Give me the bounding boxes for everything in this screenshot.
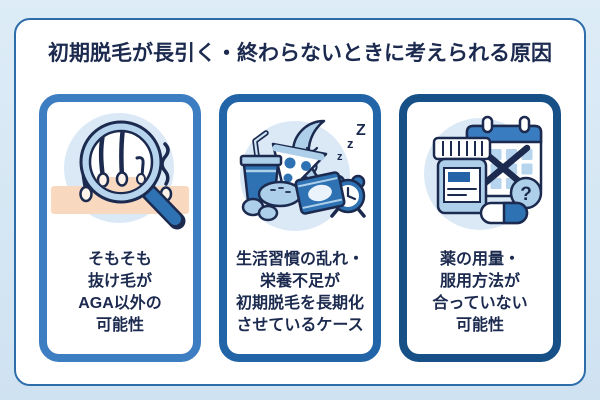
card-caption: 薬の用量・ 服用方法が 合っていない 可能性 (432, 239, 527, 354)
card-text-line: させているケース (236, 316, 364, 334)
pizza-slice-icon (271, 142, 328, 198)
medication-calendar-icon: ? (424, 115, 543, 230)
page-title: 初期脱毛が長引く・終わらないときに考えられる原因 (48, 42, 552, 65)
card-caption: そもそも 抜け毛が AGA以外の 可能性 (78, 239, 162, 354)
svg-text:?: ? (520, 184, 532, 205)
card-text-line: 服用方法が (439, 272, 520, 290)
cause-cards-row: そもそも 抜け毛が AGA以外の 可能性 z z Z (16, 94, 584, 362)
magnifier-scalp-icon (51, 113, 189, 230)
card-text-line: AGA以外の (78, 294, 162, 312)
svg-text:z: z (347, 136, 354, 151)
magnifier-handle (140, 183, 186, 230)
magnifier-lens (79, 120, 163, 204)
unhealthy-lifestyle-icon: z z Z (239, 119, 366, 231)
cause-card-non-aga: そもそも 抜け毛が AGA以外の 可能性 (39, 94, 201, 362)
card-text-line: 栄養不足が (259, 272, 340, 290)
card-text-line: 可能性 (455, 316, 504, 334)
svg-text:z: z (337, 151, 343, 163)
card-text-line: そもそも (88, 250, 152, 268)
card-text-line: 生活習慣の乱れ・ (235, 250, 364, 268)
snack-bag-icon (294, 171, 346, 215)
card-text-line: 初期脱毛を長期化 (235, 294, 364, 312)
svg-text:Z: Z (356, 122, 366, 139)
pill-bottle-icon (432, 136, 492, 215)
card-text-line: 合っていない (432, 294, 528, 312)
card-text-line: 抜け毛が (87, 272, 152, 290)
cause-card-lifestyle: z z Z (219, 94, 381, 362)
card-caption: 生活習慣の乱れ・ 栄養不足が 初期脱毛を長期化 させているケース (236, 239, 364, 354)
zzz-sleep-icon: z z Z (337, 122, 366, 163)
cause-card-dosage: ? 薬の用量・ 服用方法が 合っていない (399, 94, 561, 362)
card-text-line: 可能性 (95, 316, 144, 334)
capsule-icon (479, 201, 529, 225)
potato-bites-icon (241, 197, 279, 222)
infographic-panel: 初期脱毛が長引く・終わらないときに考えられる原因 (14, 18, 586, 386)
card-text-line: 薬の用量・ (439, 250, 520, 268)
drink-cup-icon (239, 130, 283, 203)
